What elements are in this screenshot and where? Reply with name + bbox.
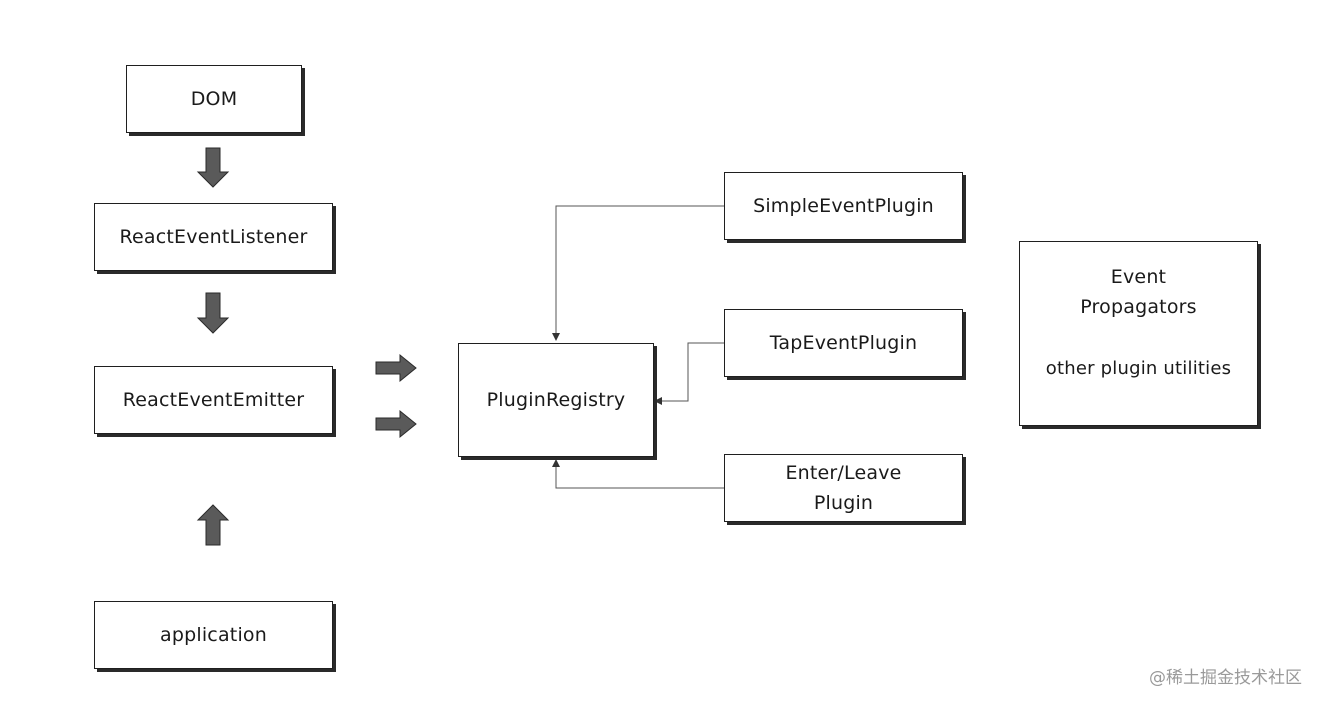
node-application-label: application	[159, 624, 267, 646]
node-react-event-emitter: ReactEventEmitter	[94, 366, 333, 434]
arrow-emitter-to-registry-bottom	[375, 409, 417, 439]
node-simple-event-plugin-label: SimpleEventPlugin	[753, 195, 934, 217]
node-tap-event-plugin-label: TapEventPlugin	[769, 332, 918, 354]
arrow-application-to-emitter	[196, 504, 230, 546]
node-enter-leave-plugin-line2: Plugin	[813, 492, 874, 514]
node-simple-event-plugin: SimpleEventPlugin	[724, 172, 963, 240]
node-utilities-line3: other plugin utilities	[1045, 358, 1232, 379]
node-utilities-line1: Event	[1110, 266, 1167, 288]
node-enter-leave-plugin: Enter/Leave Plugin	[724, 454, 963, 522]
arrow-listener-to-emitter	[196, 292, 230, 334]
node-react-event-emitter-label: ReactEventEmitter	[122, 389, 305, 411]
node-plugin-registry: PluginRegistry	[458, 343, 654, 457]
connector-enter-leave-plugin	[552, 459, 724, 489]
node-plugin-utilities: Event Propagators other plugin utilities	[1019, 241, 1258, 426]
node-utilities-line2: Propagators	[1080, 296, 1197, 318]
arrow-emitter-to-registry-top	[375, 353, 417, 383]
connector-simple-plugin	[552, 205, 724, 341]
watermark: @稀土掘金技术社区	[1149, 668, 1302, 688]
node-react-event-listener-label: ReactEventListener	[119, 226, 308, 248]
node-dom-label: DOM	[190, 88, 238, 110]
node-enter-leave-plugin-line1: Enter/Leave	[785, 462, 902, 484]
node-application: application	[94, 601, 333, 669]
node-plugin-registry-label: PluginRegistry	[486, 389, 626, 411]
arrow-dom-to-listener	[196, 147, 230, 188]
node-dom: DOM	[126, 65, 302, 133]
connector-tap-plugin	[654, 342, 724, 405]
node-tap-event-plugin: TapEventPlugin	[724, 309, 963, 377]
node-react-event-listener: ReactEventListener	[94, 203, 333, 271]
